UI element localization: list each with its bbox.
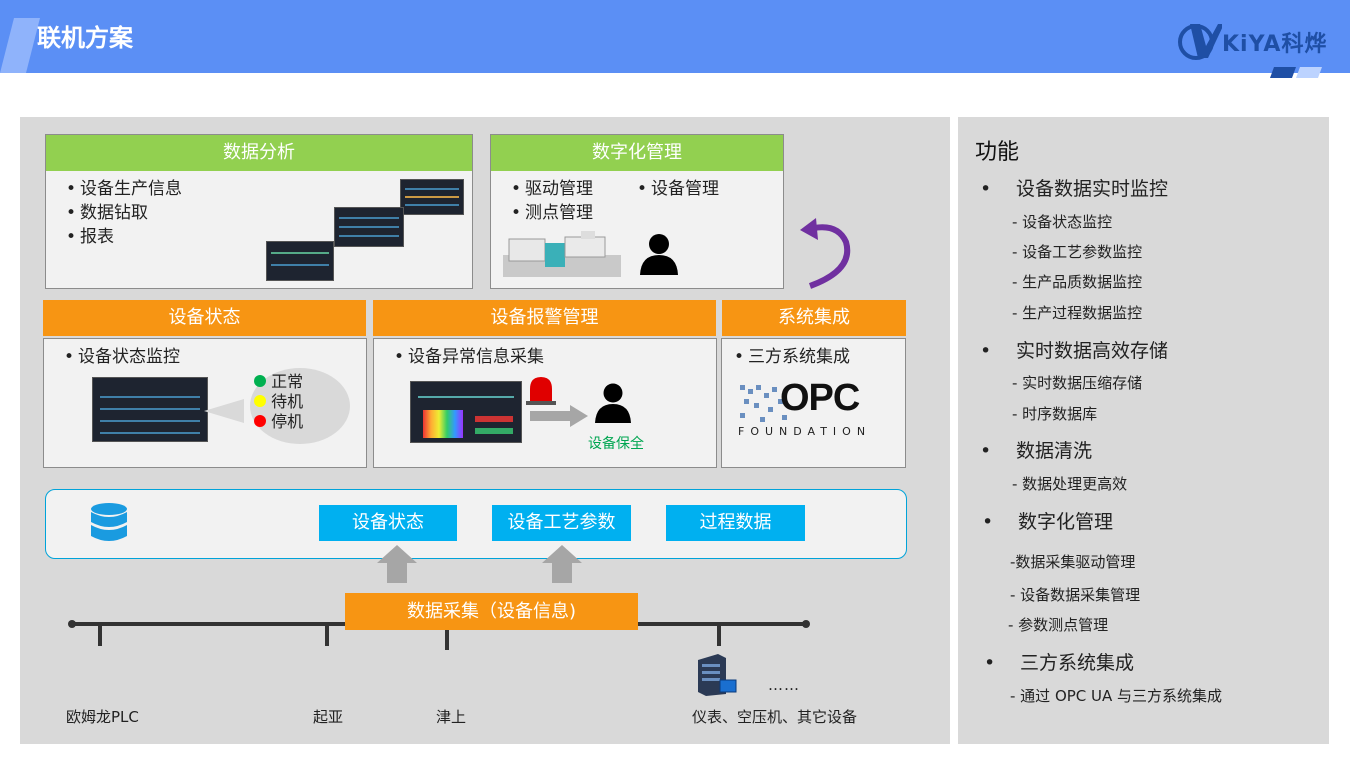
more-devices-ellipsis: …… <box>768 676 800 694</box>
digital-management-title: 数字化管理 <box>491 135 783 171</box>
device-label-omron-plc: 欧姆龙PLC <box>66 708 139 726</box>
feature-sub-item: - 设备状态监控 <box>1012 213 1113 231</box>
device-status-item: 设备状态监控 <box>44 345 180 369</box>
data-analysis-item: 报表 <box>46 225 114 249</box>
feature-sub-item: - 通过 OPC UA 与三方系统集成 <box>1010 687 1223 705</box>
alarm-management-title: 设备报警管理 <box>373 300 716 336</box>
digital-management-item: 驱动管理 <box>491 177 593 201</box>
features-panel <box>958 117 1329 744</box>
db-chip-device-status: 设备状态 <box>319 505 457 541</box>
system-integration-title: 系统集成 <box>722 300 906 336</box>
digital-management-item: 设备管理 <box>617 177 719 201</box>
status-standby-label: 待机 <box>271 392 304 411</box>
device-label-kia: 起亚 <box>313 708 344 726</box>
opc-pattern-icon <box>740 385 787 422</box>
feature-sub-item: - 设备工艺参数监控 <box>1012 243 1143 261</box>
system-integration-header: 系统集成 <box>722 300 906 336</box>
status-legend-item: 正常 <box>254 372 303 392</box>
system-integration-item: 三方系统集成 <box>714 345 850 369</box>
kiya-logo-icon <box>1178 24 1222 60</box>
digital-management-item: 测点管理 <box>491 201 593 225</box>
arrow-right-icon <box>530 405 588 427</box>
opc-brand-text: OPC <box>780 377 860 419</box>
feature-sub-item: - 实时数据压缩存储 <box>1012 374 1143 392</box>
dashboard-thumbnail <box>400 179 464 215</box>
status-legend-bubble <box>204 368 350 444</box>
feature-main-item: 三方系统集成 <box>984 648 1134 675</box>
data-analysis-box: 数据分析 设备生产信息 数据钻取 报表 <box>45 134 473 289</box>
device-status-box: 设备状态监控 正常 待机 停机 <box>43 338 367 468</box>
feature-sub-item: -数据采集驱动管理 <box>1010 553 1136 571</box>
status-standby-dot-icon <box>254 395 266 407</box>
status-normal-dot-icon <box>254 375 266 387</box>
feature-main-item: 设备数据实时监控 <box>980 174 1168 201</box>
status-legend-item: 待机 <box>254 392 303 412</box>
feature-sub-item: - 时序数据库 <box>1012 405 1098 423</box>
header-bar <box>0 0 1350 73</box>
status-legend-item: 停机 <box>254 412 303 432</box>
cycle-arrow-icon <box>800 218 851 289</box>
feature-main-item: 实时数据高效存储 <box>980 336 1168 363</box>
feature-sub-item: - 数据处理更高效 <box>1012 475 1128 493</box>
alarm-management-item: 设备异常信息采集 <box>374 345 544 369</box>
logo-text: KiYA科烨 <box>1222 32 1328 57</box>
data-collection-bar: 数据采集（设备信息) <box>345 593 638 630</box>
data-analysis-title: 数据分析 <box>46 135 472 171</box>
device-label-other-equipment: 仪表、空压机、其它设备 <box>692 708 858 726</box>
header-stripe-decoration <box>0 18 40 73</box>
opc-foundation-text: FOUNDATION <box>738 425 872 438</box>
status-stopped-dot-icon <box>254 415 266 427</box>
company-logo <box>1176 18 1336 62</box>
user-icon <box>640 234 678 275</box>
dashboard-thumbnail <box>266 241 334 281</box>
db-chip-process-data: 过程数据 <box>666 505 805 541</box>
maintenance-user-icon <box>595 383 631 423</box>
arrow-up-icon <box>542 545 582 583</box>
feature-main-item: 数据清洗 <box>980 436 1092 463</box>
db-chip-process-params: 设备工艺参数 <box>492 505 631 541</box>
logo-underline-decoration-light <box>1295 67 1323 78</box>
status-legend: 正常 待机 停机 <box>254 372 303 432</box>
logo-underline-decoration <box>1269 67 1297 78</box>
server-icon <box>698 654 737 696</box>
database-icon <box>91 503 127 541</box>
system-integration-box: 三方系统集成 OPC FOUNDATION <box>721 338 906 468</box>
data-analysis-item: 数据钻取 <box>46 201 148 225</box>
device-status-title: 设备状态 <box>43 300 366 336</box>
opc-foundation-logo: OPC FOUNDATION <box>738 377 894 438</box>
device-label-tsugami: 津上 <box>436 708 467 726</box>
features-title: 功能 <box>975 140 1020 165</box>
status-normal-label: 正常 <box>271 372 304 391</box>
alarm-management-box: 设备异常信息采集 设备保全 <box>373 338 717 468</box>
feature-sub-item: - 生产过程数据监控 <box>1012 304 1143 322</box>
feature-sub-item: - 设备数据采集管理 <box>1010 586 1141 604</box>
feature-main-item: 数字化管理 <box>982 507 1113 534</box>
injection-machine-icon <box>503 231 621 277</box>
feature-sub-item: - 生产品质数据监控 <box>1012 273 1143 291</box>
status-monitor-thumbnail <box>92 377 208 442</box>
maintenance-label: 设备保全 <box>588 436 644 452</box>
feature-sub-item: - 参数测点管理 <box>1008 616 1109 634</box>
alarm-management-header: 设备报警管理 <box>373 300 716 336</box>
dashboard-thumbnail <box>334 207 404 247</box>
device-status-header: 设备状态 <box>43 300 366 336</box>
data-analysis-item: 设备生产信息 <box>46 177 182 201</box>
arrow-up-icon <box>377 545 417 583</box>
page-title: 联机方案 <box>37 24 133 52</box>
alarm-dashboard-thumbnail <box>410 381 522 443</box>
status-stopped-label: 停机 <box>271 412 304 431</box>
digital-management-box: 数字化管理 驱动管理 设备管理 测点管理 <box>490 134 784 289</box>
alarm-light-icon <box>526 377 556 405</box>
